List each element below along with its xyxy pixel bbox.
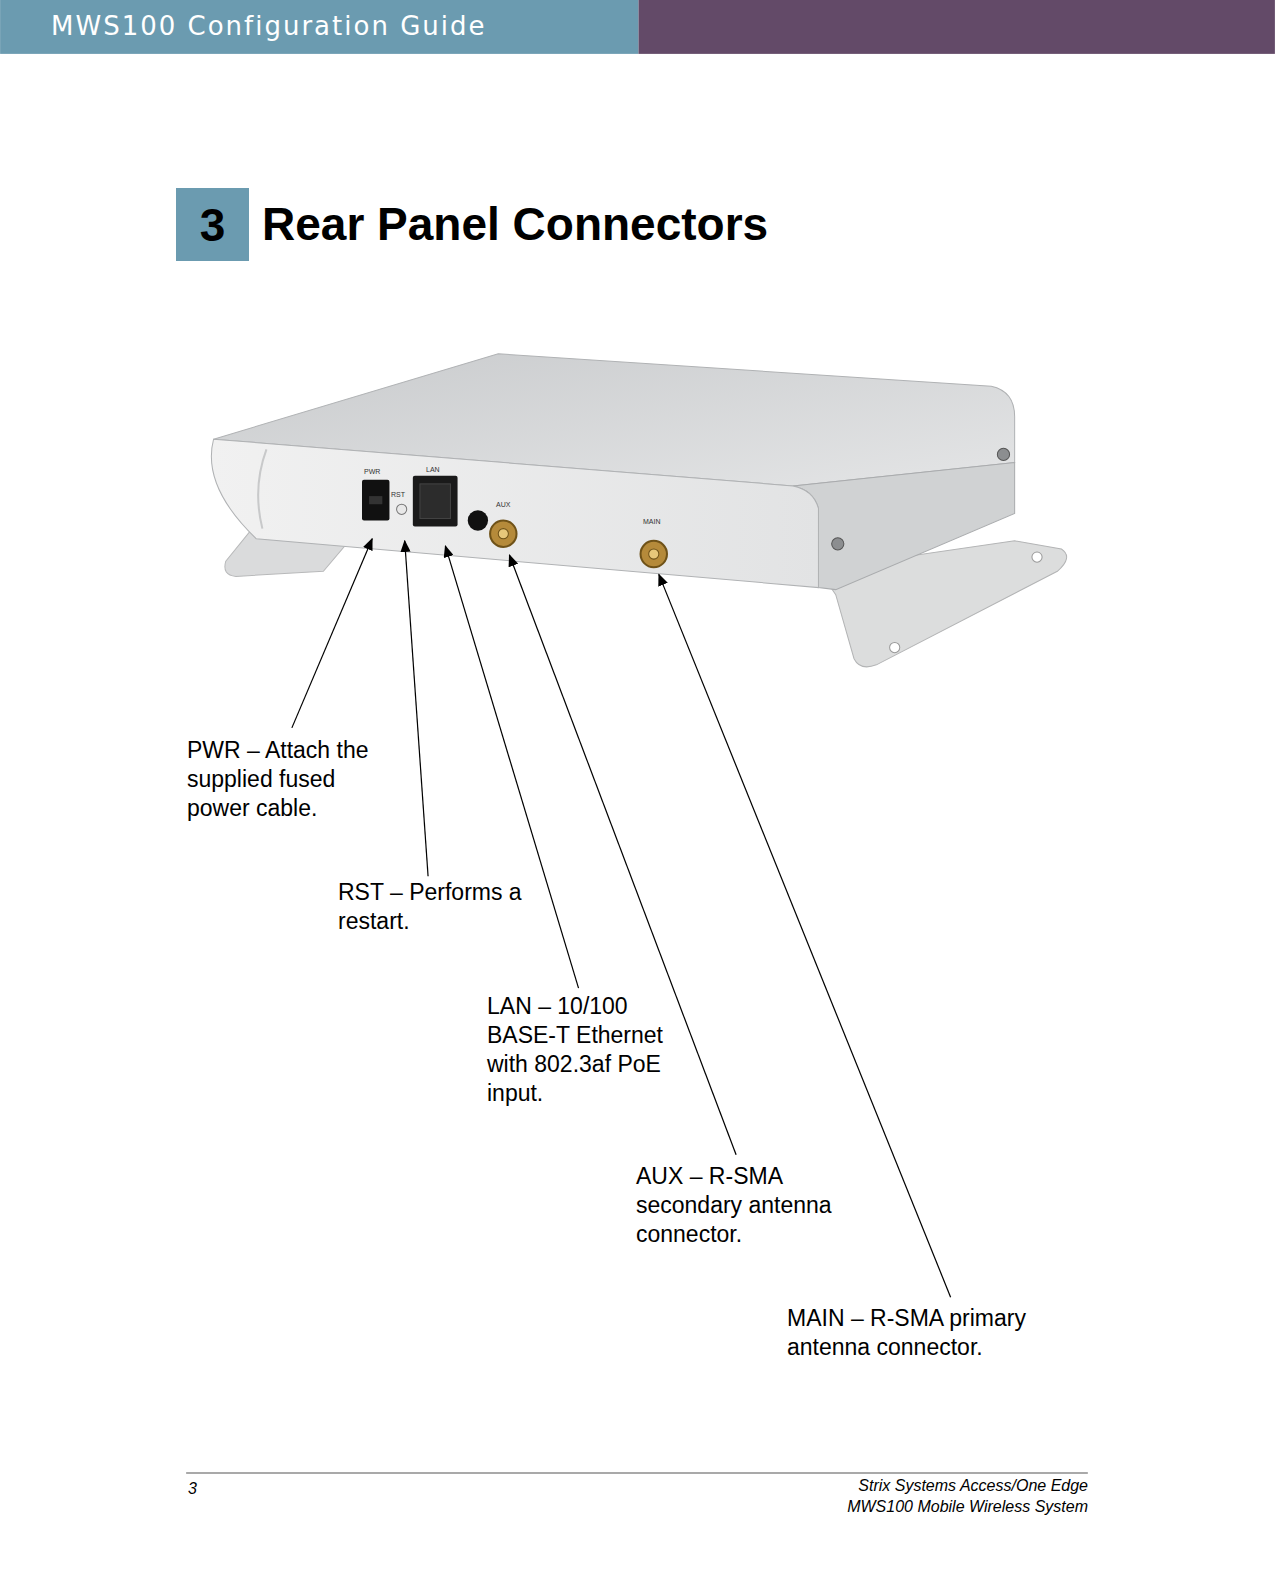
callout-text: LAN – 10/100 BASE-T Ethernet with 802.3a… xyxy=(487,992,687,1108)
header-bar xyxy=(0,0,638,54)
panel-label: PWR xyxy=(364,467,380,476)
housing-side xyxy=(793,463,1015,590)
callout-text: RST – Performs a restart. xyxy=(338,878,549,936)
rear-panel xyxy=(211,439,818,587)
power-jack xyxy=(362,480,389,521)
callout-text: PWR – Attach the supplied fused power ca… xyxy=(187,736,403,823)
leader-line xyxy=(405,541,428,876)
panel-label: AUX xyxy=(496,500,510,509)
footer-rule xyxy=(186,1473,1088,1474)
main-connector xyxy=(641,541,667,567)
section-number: 3 xyxy=(200,202,226,248)
header-bar xyxy=(639,0,1275,54)
leader-line xyxy=(292,539,372,728)
footer-text: MWS100 Mobile Wireless System xyxy=(847,1497,1088,1517)
callout-text: AUX – R-SMA secondary antenna connector. xyxy=(636,1162,858,1249)
section-number-box: 3 xyxy=(176,188,249,261)
aux-connector xyxy=(490,520,516,546)
panel-label: RST xyxy=(391,490,405,499)
panel-label: LAN xyxy=(426,465,440,474)
leader-line xyxy=(445,546,578,988)
section-title: Rear Panel Connectors xyxy=(262,196,768,252)
reset-button xyxy=(397,504,407,514)
panel-label: MAIN xyxy=(643,517,661,526)
callout-text: MAIN – R-SMA primary antenna connector. xyxy=(787,1304,1055,1362)
header-title: MWS100 Configuration Guide xyxy=(51,11,486,41)
footer-text: Strix Systems Access/One Edge xyxy=(858,1476,1088,1496)
indicator-hole xyxy=(468,510,488,530)
lan-port xyxy=(413,476,458,527)
page-number: 3 xyxy=(188,1479,197,1499)
